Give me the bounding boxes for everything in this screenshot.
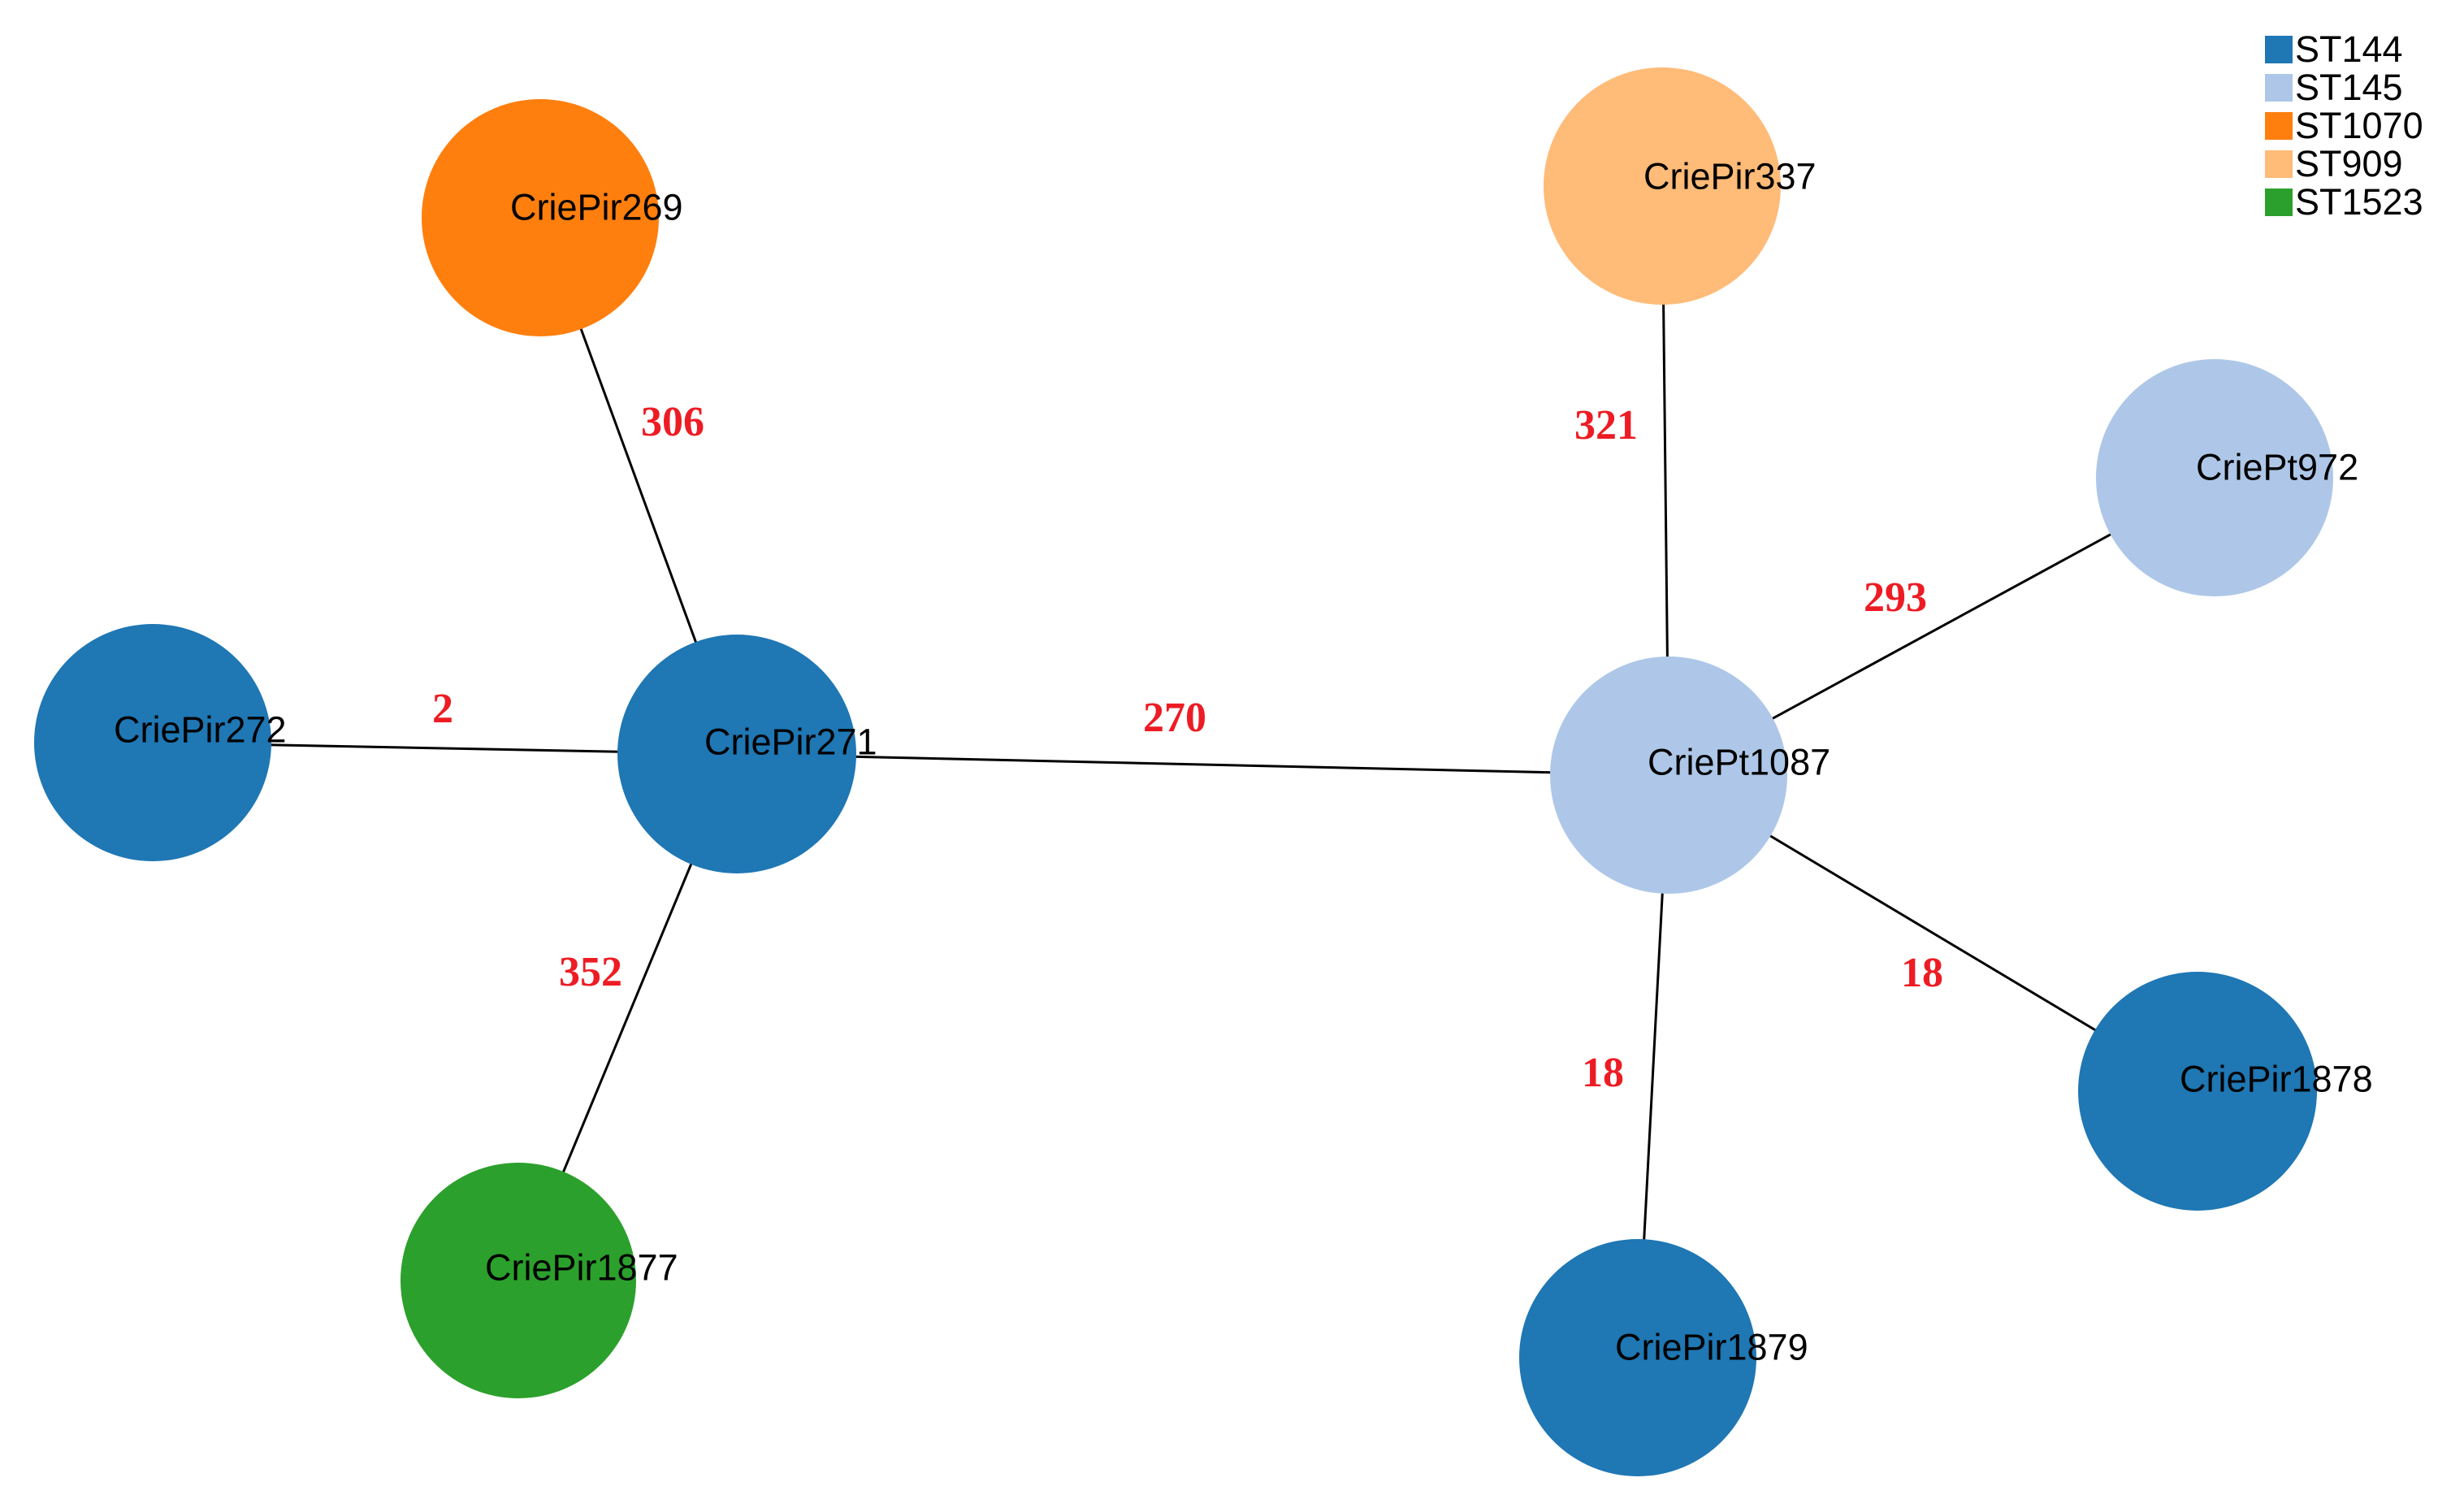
node-CriePt1087[interactable] [1550,656,1787,894]
node-label: CriePt972 [2196,446,2359,488]
node-label: CriePir1879 [1615,1326,1808,1368]
node-CriePir271[interactable] [617,635,856,873]
edge-weight-label: 270 [1143,695,1206,741]
legend-label: ST1070 [2295,105,2423,146]
legend-swatch-ST144 [2265,36,2293,63]
legend-item-ST1523: ST1523 [2265,181,2423,223]
node-CriePt972[interactable] [2096,359,2333,596]
legend-swatch-ST1523 [2265,188,2293,216]
node-label: CriePir271 [704,721,877,763]
legend-item-ST145: ST145 [2265,67,2423,108]
edge-line-CriePir271-CriePt1087 [736,752,1669,777]
node-CriePir1878[interactable] [2078,972,2317,1211]
edge-weight-label: 18 [1901,950,1943,996]
node-label: CriePir1878 [2180,1058,2373,1100]
legend-swatch-ST145 [2265,74,2293,102]
node-label: CriePir1877 [485,1246,678,1289]
edge-weight-label: 321 [1574,402,1638,448]
node-CriePir272[interactable] [34,624,271,861]
edge-weight-label: 293 [1864,574,1927,621]
legend-swatch-ST1070 [2265,112,2293,140]
node-label: CriePt1087 [1648,741,1831,783]
edge-weight-label: 18 [1582,1050,1624,1096]
legend-label: ST1523 [2295,181,2423,223]
node-CriePir1877[interactable] [401,1163,636,1398]
node-label: CriePir269 [510,186,683,228]
node-CriePir337[interactable] [1544,67,1781,305]
node-label: CriePir272 [114,708,287,751]
legend-item-ST144: ST144 [2265,28,2423,70]
legend-label: ST144 [2295,28,2403,70]
node-CriePir269[interactable] [422,99,659,336]
edge-weight-label: 352 [559,949,622,995]
edge-weight-label: 2 [432,686,453,732]
legend-label: ST909 [2295,143,2403,184]
node-label: CriePir337 [1643,155,1817,197]
edge-weight-label: 306 [641,399,704,445]
node-CriePir1879[interactable] [1519,1239,1756,1476]
legend-item-ST1070: ST1070 [2265,105,2423,146]
legend-label: ST145 [2295,67,2403,108]
legend-swatch-ST909 [2265,150,2293,178]
legend-item-ST909: ST909 [2265,143,2423,184]
